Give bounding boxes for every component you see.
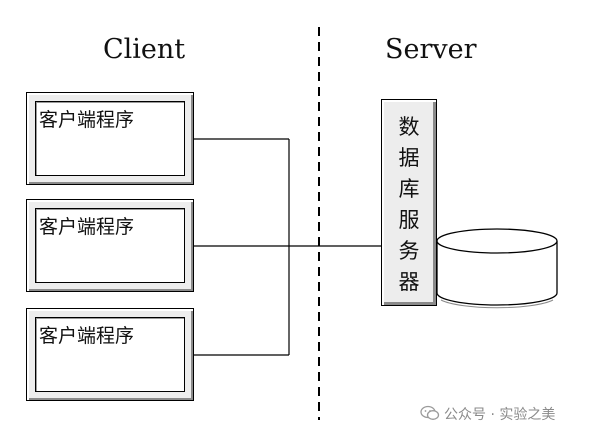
client-box-inner: [35, 208, 185, 283]
wechat-icon: [420, 405, 440, 425]
client-program-label: 客户端程序: [39, 216, 135, 238]
server-label-char: 务: [398, 239, 420, 263]
database-server-box: 数 据 库 服 务 器: [381, 99, 437, 306]
client-program-box-1: 客户端程序: [26, 92, 194, 185]
database-server-label: 数 据 库 服 务 器: [382, 112, 436, 298]
watermark: 公众号 · 实验之美: [420, 404, 555, 425]
client-box-inner: [35, 101, 185, 176]
client-program-label: 客户端程序: [39, 109, 135, 131]
server-label-char: 服: [398, 208, 420, 232]
client-box-inner: [35, 317, 185, 392]
watermark-text: 公众号 · 实验之美: [444, 407, 556, 423]
server-heading: Server: [385, 34, 477, 65]
server-label-char: 器: [398, 270, 420, 294]
client-heading: Client: [103, 34, 186, 65]
server-label-char: 数: [398, 115, 420, 139]
client-program-label: 客户端程序: [39, 325, 135, 347]
client-program-box-2: 客户端程序: [26, 199, 194, 292]
database-cylinder-icon: [436, 228, 558, 309]
client-program-box-3: 客户端程序: [26, 308, 194, 401]
server-label-char: 据: [398, 146, 420, 170]
server-label-char: 库: [398, 177, 420, 201]
